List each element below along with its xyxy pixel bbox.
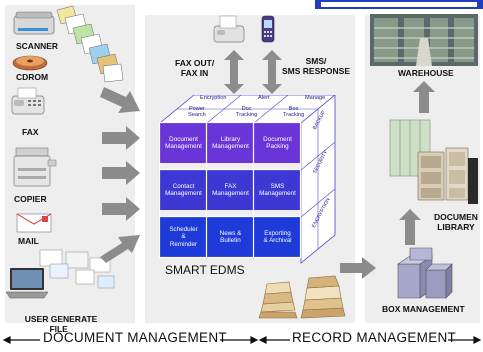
top-bar xyxy=(315,0,483,9)
document-packing-cell[interactable]: Document Packing xyxy=(254,123,301,163)
scanned-pages-icon xyxy=(56,5,124,83)
fax-arrow xyxy=(102,126,140,150)
up-arrow-warehouse xyxy=(413,81,435,113)
sms-management-cell[interactable]: SMS Management xyxy=(254,170,301,210)
document-management-cell[interactable]: Document Management xyxy=(160,123,207,163)
cube-top-label: Alert xyxy=(258,95,270,101)
cdrom-icon xyxy=(12,55,48,71)
fax-out-icon xyxy=(213,15,245,43)
user-generate-text: USER GENERATE FILE xyxy=(24,314,98,334)
warehouse-label: WAREHOUSE xyxy=(398,68,454,78)
scanner-icon xyxy=(13,11,55,35)
laptop-icon xyxy=(6,249,115,299)
cell-label: Document Management xyxy=(165,135,202,150)
scheduler-reminder-cell[interactable]: Scheduler & Reminder xyxy=(160,217,207,257)
cube-top-label: Manage xyxy=(305,95,326,101)
copier-arrow xyxy=(102,161,140,185)
record-management-footer: RECORD MANAGEMENT xyxy=(292,330,457,345)
fax-machine-icon xyxy=(11,87,45,115)
mail-icon xyxy=(16,213,52,233)
user-generate-label: USER GENERATE FILE xyxy=(20,304,98,334)
box-management-icon xyxy=(397,247,453,299)
cube-top-label: Box Tracking xyxy=(283,106,305,118)
cdrom-label: CDROM xyxy=(16,72,49,82)
cube-right-face xyxy=(300,95,336,264)
cell-label: Scheduler & Reminder xyxy=(169,226,198,248)
cube-front-grid xyxy=(159,122,302,259)
cell-label: FAX Management xyxy=(212,182,249,197)
sms-label: SMS/ SMS RESPONSE xyxy=(282,56,351,76)
news-bulletin-cell[interactable]: News & Bulletin xyxy=(207,217,254,257)
cell-label: Exporting & Archival xyxy=(263,229,292,244)
scanner-arrow xyxy=(100,87,140,113)
cell-label: Library Management xyxy=(212,135,249,150)
vertical-arrows xyxy=(224,50,282,94)
input-arrows xyxy=(100,87,140,263)
document-library-label: DOCUMEN LIBRARY xyxy=(434,212,478,232)
box-management-label: BOX MANAGEMENT xyxy=(382,304,465,314)
cube-top-label: Doc Tracking xyxy=(236,106,258,118)
cell-label: Document Packing xyxy=(263,135,292,150)
cube-top-label: Encryption xyxy=(200,95,227,101)
contact-management-cell[interactable]: Contact Management xyxy=(160,170,207,210)
mail-arrow xyxy=(102,197,140,221)
fax-updown-arrow xyxy=(224,50,244,94)
library-management-cell[interactable]: Library Management xyxy=(207,123,254,163)
cell-label: News & Bulletin xyxy=(219,229,242,244)
smart-edms-title: SMART EDMS xyxy=(165,263,245,277)
fax-label: FAX xyxy=(22,127,39,137)
warehouse-icon xyxy=(370,14,478,66)
copier-label: COPIER xyxy=(14,194,47,204)
document-management-footer: DOCUMENT MANAGEMENT xyxy=(43,330,227,345)
footer-arrows xyxy=(2,336,482,344)
exporting-archival-cell[interactable]: Exporting & Archival xyxy=(254,217,301,257)
document-library-icon xyxy=(389,119,478,204)
fax-management-cell[interactable]: FAX Management xyxy=(207,170,254,210)
user-file-arrow xyxy=(100,235,140,263)
copier-icon xyxy=(13,147,57,187)
to-record-arrow xyxy=(340,257,376,279)
mobile-phone-icon xyxy=(261,15,275,43)
sms-updown-arrow xyxy=(262,50,282,94)
mail-label: MAIL xyxy=(18,236,39,246)
cell-label: SMS Management xyxy=(259,182,296,197)
cube-top-label: Power Search xyxy=(188,106,206,118)
document-stack-icon xyxy=(258,275,346,319)
up-arrow-library xyxy=(399,209,421,245)
fax-out-label: FAX OUT/ FAX IN xyxy=(175,58,215,78)
scanner-label: SCANNER xyxy=(16,41,59,51)
cell-label: Contact Management xyxy=(165,182,202,197)
